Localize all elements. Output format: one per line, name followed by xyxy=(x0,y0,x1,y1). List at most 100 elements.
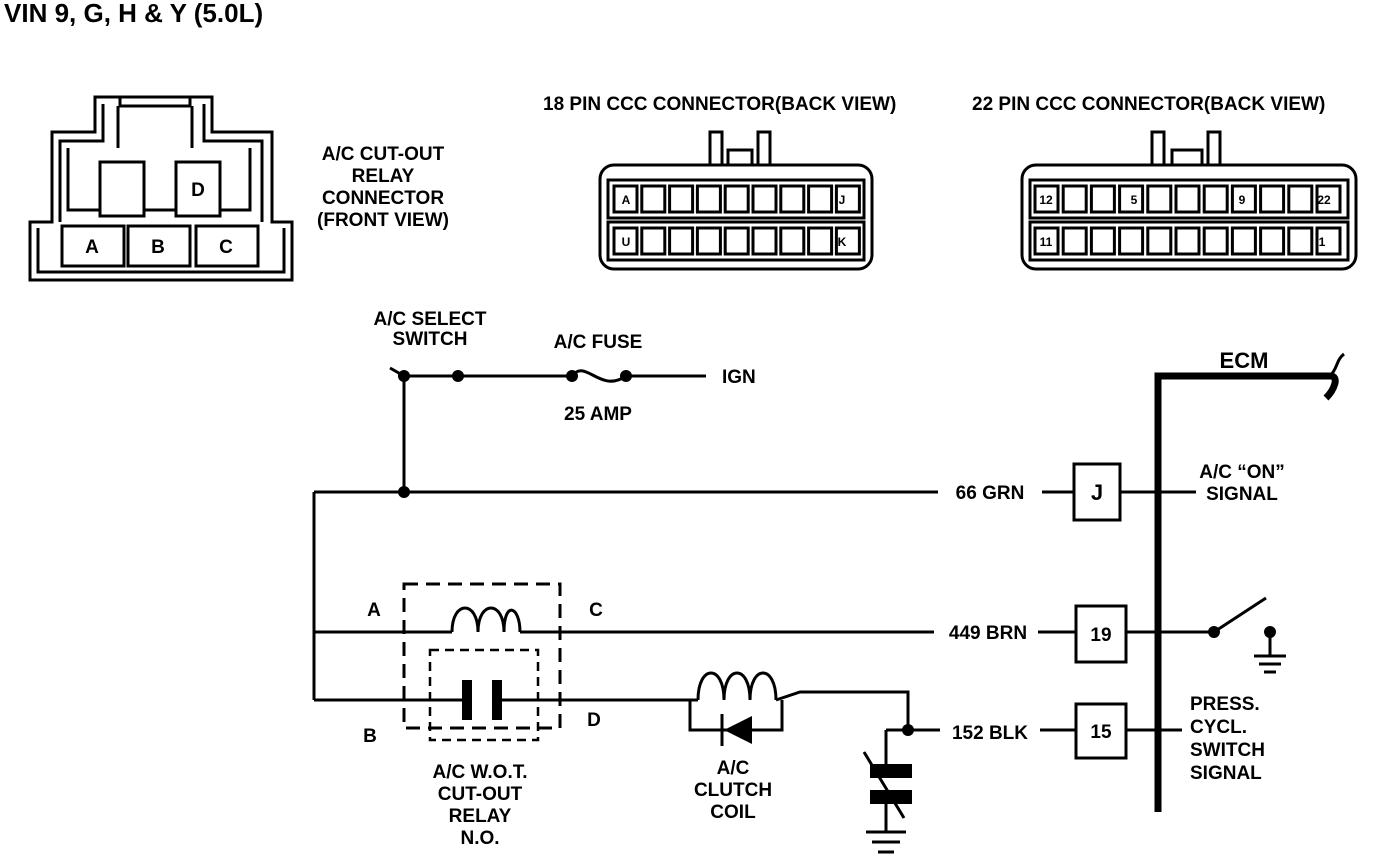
connector-cavity xyxy=(1230,226,1257,256)
relay-label-d: D xyxy=(587,710,601,731)
c18-pin-k: K xyxy=(838,235,847,249)
fuse-label: A/C FUSE xyxy=(554,332,643,353)
connector-cavity xyxy=(1118,226,1145,256)
pin-19-box xyxy=(1074,604,1128,664)
ecm-label: ECM xyxy=(1220,348,1269,373)
c18-pin-j: J xyxy=(839,193,846,207)
ign-label: IGN xyxy=(722,367,756,388)
relay-outline xyxy=(402,582,562,730)
connector-cavity xyxy=(1118,184,1145,214)
c18-pin-a: A xyxy=(622,193,631,207)
connector-cavity xyxy=(1033,184,1060,214)
fuse-symbol xyxy=(566,369,706,383)
pressure-switch-symbol xyxy=(862,728,940,854)
connector-cavity xyxy=(1174,184,1201,214)
connector-cavity xyxy=(1202,184,1229,214)
page-title: VIN 9, G, H & Y (5.0L) xyxy=(4,0,263,28)
connector-cavity xyxy=(1174,226,1201,256)
connector-cavity xyxy=(612,184,639,214)
connector-cavity xyxy=(668,184,695,214)
connector-cavity xyxy=(723,226,750,256)
connector-22-bottom-row xyxy=(1033,226,1342,256)
ecm-outline xyxy=(1154,352,1345,812)
relay-pin-a: A xyxy=(85,237,99,258)
svg-text:SIGNAL: SIGNAL xyxy=(1190,763,1262,784)
connector-cavity xyxy=(1259,184,1286,214)
connector-cavity xyxy=(779,226,806,256)
connector-cavity xyxy=(1146,226,1173,256)
connector-cavity xyxy=(1259,226,1286,256)
press-signal-label: PRESS. xyxy=(1190,694,1260,715)
relay-label-a: A xyxy=(367,600,381,621)
svg-text:SIGNAL: SIGNAL xyxy=(1206,484,1278,505)
wire-449-label: 449 BRN xyxy=(949,623,1027,644)
relay-label: A/C W.O.T. xyxy=(433,762,528,783)
svg-text:A/C CUT-OUT: A/C CUT-OUT xyxy=(322,144,445,165)
connector-cavity xyxy=(751,226,778,256)
connector-cavity xyxy=(1089,226,1116,256)
c22-pin-11: 11 xyxy=(1040,235,1053,249)
ac-on-signal-label: A/C “ON” xyxy=(1199,462,1285,483)
connector-cavity xyxy=(807,226,834,256)
connector-cavity xyxy=(640,184,667,214)
c22-pin-9: 9 xyxy=(1239,193,1246,207)
connector-cavity xyxy=(1230,184,1257,214)
relay-pin-d: D xyxy=(191,180,205,201)
svg-text:(FRONT VIEW): (FRONT VIEW) xyxy=(317,210,449,231)
relay-label-b: B xyxy=(363,726,377,747)
relay-pin-b: B xyxy=(151,237,165,258)
svg-text:CYCL.: CYCL. xyxy=(1190,717,1247,738)
relay-connector-drawing: D A B C xyxy=(28,95,294,282)
connector-cavity xyxy=(668,226,695,256)
connector-cavity xyxy=(1315,226,1342,256)
c22-pin-1: 1 xyxy=(1319,235,1326,249)
svg-text:CUT-OUT: CUT-OUT xyxy=(438,784,523,805)
connector-cavity xyxy=(807,184,834,214)
pin-j-box xyxy=(1072,462,1122,522)
svg-text:SWITCH: SWITCH xyxy=(1190,740,1265,761)
fuse-rating: 25 AMP xyxy=(564,404,632,425)
connector-18-top-row xyxy=(612,184,861,214)
clutch-label: A/C xyxy=(717,758,750,779)
pin-19-label: 19 xyxy=(1090,625,1111,646)
relay-pin-c: C xyxy=(219,237,233,258)
connector-22-pin-drawing xyxy=(1020,130,1358,271)
connector-cavity xyxy=(834,184,861,214)
svg-text:SWITCH: SWITCH xyxy=(393,329,468,350)
connector-cavity xyxy=(1061,184,1088,214)
connector-cavity xyxy=(779,184,806,214)
connector-cavity xyxy=(1033,226,1060,256)
connector-cavity xyxy=(1287,226,1314,256)
select-switch-label: A/C SELECT xyxy=(374,309,487,330)
pin-15-box xyxy=(1074,702,1128,760)
wire-152-label: 152 BLK xyxy=(952,723,1028,744)
connector-cavity xyxy=(1287,184,1314,214)
connector-18-title: 18 PIN CCC CONNECTOR(BACK VIEW) xyxy=(543,94,896,115)
svg-text:CLUTCH: CLUTCH xyxy=(694,780,772,801)
connector-cavity xyxy=(834,226,861,256)
relay-contacts xyxy=(314,680,690,720)
svg-text:CONNECTOR: CONNECTOR xyxy=(322,188,444,209)
connector-cavity xyxy=(640,226,667,256)
connector-18-pin-drawing xyxy=(598,130,874,271)
relay-coil xyxy=(314,606,934,634)
connector-cavity xyxy=(1089,184,1116,214)
c22-pin-12: 12 xyxy=(1039,193,1053,207)
connector-cavity xyxy=(1315,184,1342,214)
relay-label-c: C xyxy=(589,600,603,621)
wire-66-label: 66 GRN xyxy=(956,483,1025,504)
pin-15-label: 15 xyxy=(1090,722,1112,743)
connector-22-top-row xyxy=(1033,184,1342,214)
select-switch-symbol xyxy=(389,366,568,498)
connector-cavity xyxy=(1202,226,1229,256)
connector-18-bottom-row xyxy=(612,226,861,256)
svg-text:RELAY: RELAY xyxy=(352,166,415,187)
clutch-coil-symbol xyxy=(688,671,914,746)
svg-text:RELAY: RELAY xyxy=(449,806,512,827)
connector-cavity xyxy=(695,184,722,214)
connector-22-title: 22 PIN CCC CONNECTOR(BACK VIEW) xyxy=(972,94,1325,115)
connector-cavity xyxy=(695,226,722,256)
connector-cavity xyxy=(723,184,750,214)
relay-contact-outline xyxy=(428,648,540,742)
